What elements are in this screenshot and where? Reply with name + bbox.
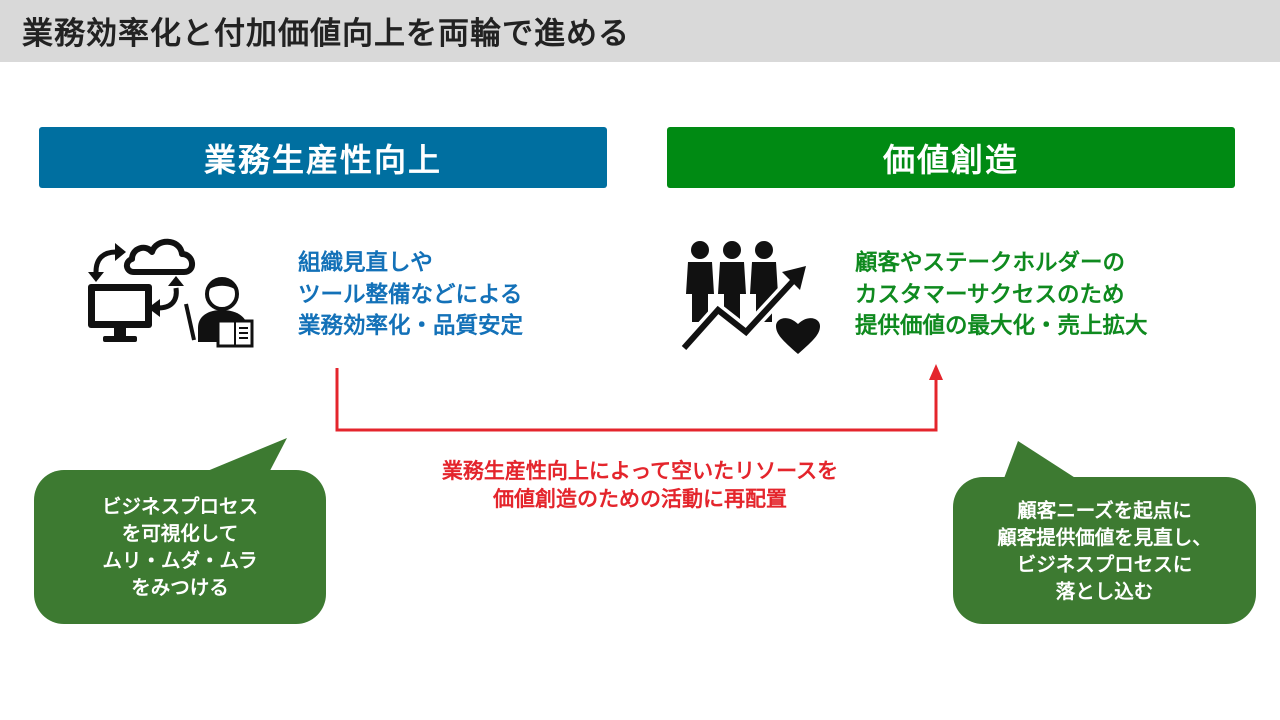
bubble-line: ムリ・ムダ・ムラ: [102, 549, 258, 572]
bubble-line: ビジネスプロセスに: [1016, 552, 1193, 576]
bubble-line: 顧客提供価値を見直し、: [997, 525, 1212, 549]
bubble-line: を可視化して: [121, 522, 239, 545]
productivity-header: 業務生産性向上: [39, 127, 607, 188]
bubble-tail-right: [1003, 441, 1080, 481]
bubble-line: 落とし込む: [1055, 579, 1154, 603]
flow-caption: 業務生産性向上によって空いたリソースを 価値創造のための活動に再配置: [360, 457, 920, 513]
bubble-line: ビジネスプロセス: [101, 495, 258, 518]
computer-cloud-teacher-icon: [82, 228, 257, 348]
value-creation-description: 顧客やステークホルダーの カスタマーサクセスのため 提供価値の最大化・売上拡大: [855, 248, 1148, 343]
flow-arrowhead: [929, 364, 943, 380]
people-growth-heart-icon: [679, 238, 820, 356]
flow-caption-line: 業務生産性向上によって空いたリソースを: [441, 459, 839, 483]
description-line: 組織見直しや: [298, 250, 433, 276]
description-line: 提供価値の最大化・売上拡大: [855, 313, 1148, 339]
bubble-line: をみつける: [131, 576, 229, 599]
description-line: 顧客やステークホルダーの: [855, 250, 1126, 276]
process-visualization-bubble: ビジネスプロセス を可視化して ムリ・ムダ・ムラ をみつける: [34, 470, 326, 624]
description-line: 業務効率化・品質安定: [298, 313, 524, 339]
page-title: 業務効率化と付加価値向上を両輪で進める: [22, 16, 630, 52]
value-creation-header: 価値創造: [667, 127, 1235, 188]
flow-caption-line: 価値創造のための活動に再配置: [493, 487, 787, 511]
title-bar: 業務効率化と付加価値向上を両輪で進める: [0, 0, 1280, 62]
bubble-line: 顧客ニーズを起点に: [1017, 498, 1192, 522]
customer-value-bubble: 顧客ニーズを起点に 顧客提供価値を見直し、 ビジネスプロセスに 落とし込む: [953, 477, 1256, 624]
description-line: ツール整備などによる: [298, 281, 523, 308]
productivity-description: 組織見直しや ツール整備などによる 業務効率化・品質安定: [298, 248, 523, 343]
description-line: カスタマーサクセスのため: [855, 281, 1125, 308]
